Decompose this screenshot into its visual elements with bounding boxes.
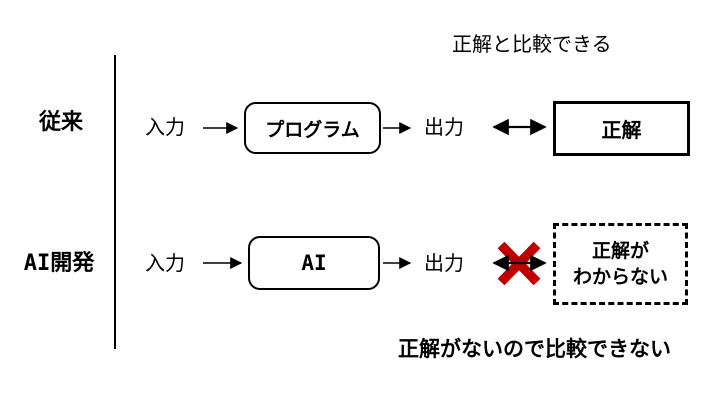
ai-box: AI xyxy=(248,236,380,290)
red-x-cross-icon xyxy=(497,241,541,286)
ai-box-label: AI xyxy=(301,251,327,275)
program-box: プログラム xyxy=(244,102,381,154)
input-label-row2: 入力 xyxy=(145,251,185,275)
answer-box-label: 正解 xyxy=(601,118,642,142)
unknown-answer-box: 正解が わからない xyxy=(553,223,688,305)
output-label-row2: 出力 xyxy=(424,251,464,275)
program-box-label: プログラム xyxy=(265,118,360,141)
input-label-row1: 入力 xyxy=(145,115,185,139)
answer-box: 正解 xyxy=(553,101,690,156)
top-note: 正解と比較できる xyxy=(452,32,612,56)
output-label-row1: 出力 xyxy=(424,115,464,139)
bottom-note: 正解がないので比較できない xyxy=(398,337,671,361)
row-label-conventional: 従来 xyxy=(38,110,83,135)
unknown-answer-line2: わからない xyxy=(572,266,668,288)
unknown-answer-line1: 正解が xyxy=(591,240,649,262)
vertical-divider-line xyxy=(114,55,116,349)
row-label-ai-development: AI開発 xyxy=(23,251,95,276)
